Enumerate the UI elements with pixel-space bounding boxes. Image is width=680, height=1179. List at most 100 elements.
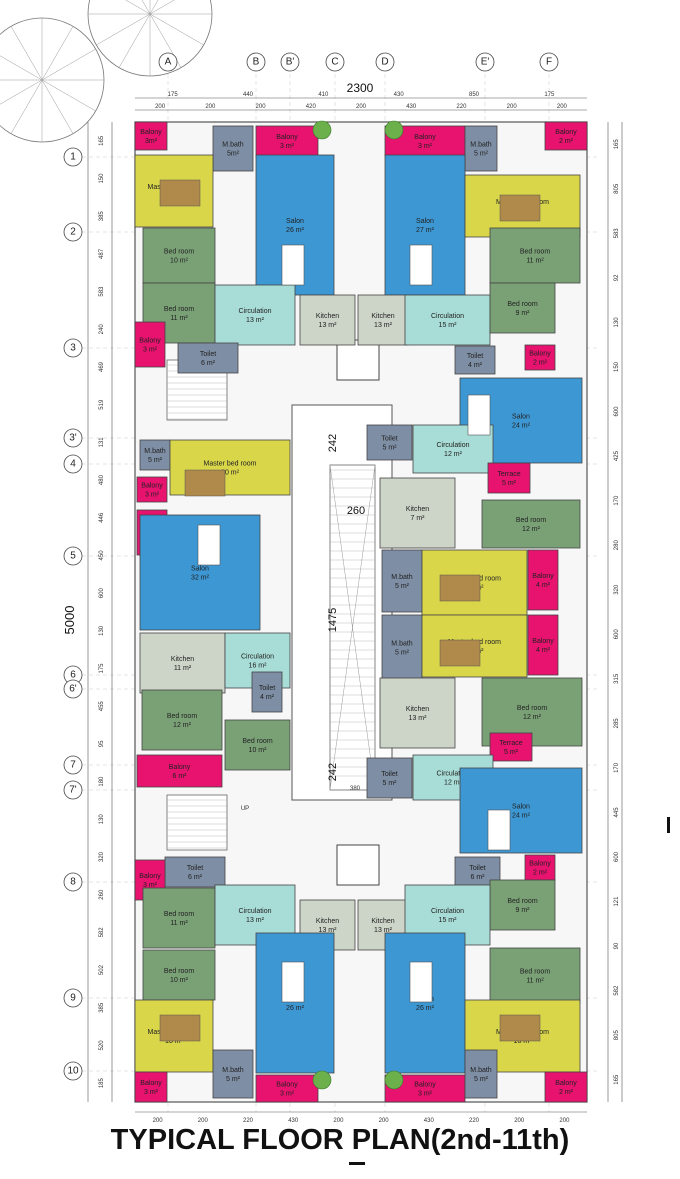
room-bedroom-label: Bed room bbox=[507, 898, 538, 905]
bottom-dimension-text: 200 bbox=[559, 1118, 570, 1124]
left-dimension-text: 520 bbox=[99, 1040, 105, 1051]
room-bedroom-area: 11 m² bbox=[526, 978, 544, 985]
room-circulation-label: Circulation bbox=[238, 308, 271, 315]
room-bedroom-area: 11 m² bbox=[526, 258, 544, 265]
lift-shaft bbox=[336, 844, 380, 886]
room-bath-label: M.bath bbox=[470, 1067, 492, 1074]
room-bedroom-area: 9 m² bbox=[516, 310, 531, 317]
right-dimension-text: 582 bbox=[614, 985, 620, 996]
column-axis-label: F bbox=[546, 57, 552, 68]
right-dimension-text: 92 bbox=[614, 274, 620, 281]
overall-width-dimension: 2300 bbox=[347, 81, 374, 95]
column-axis-label: D bbox=[381, 57, 388, 68]
room-balcony bbox=[544, 121, 588, 151]
room-balcony bbox=[255, 1074, 319, 1103]
room-kitchen bbox=[299, 294, 356, 346]
right-dimension-text: 600 bbox=[614, 851, 620, 862]
tree-canopy-line bbox=[149, 13, 204, 46]
room-bath-area: 6 m² bbox=[188, 874, 203, 881]
left-dimension-text: 519 bbox=[99, 399, 105, 410]
column-axis-bubble bbox=[539, 52, 559, 72]
room-balcony-label: Balony bbox=[529, 351, 551, 358]
room-bath-label: M.bath bbox=[470, 142, 492, 149]
tree-canopy-line bbox=[96, 13, 151, 46]
room-bath-label: Toilet bbox=[187, 865, 203, 872]
stair-up-label: UP bbox=[241, 806, 249, 812]
room-bedroom-area: 11 m² bbox=[170, 315, 188, 322]
bottom-dimension-text: 200 bbox=[198, 1118, 209, 1124]
dining-table bbox=[409, 244, 433, 286]
right-dimension-text: 805 bbox=[614, 1030, 620, 1041]
bottom-dimension-text: 200 bbox=[333, 1118, 344, 1124]
room-balcony-label: Balony bbox=[555, 1080, 577, 1087]
column-axis-label: A bbox=[165, 57, 172, 68]
core-landing-dimension: 242 bbox=[327, 763, 339, 781]
top-dimension-text: 200 bbox=[205, 104, 216, 110]
room-balcony-label: Balony bbox=[532, 638, 554, 645]
left-dimension-text: 130 bbox=[99, 625, 105, 636]
room-bedroom bbox=[481, 499, 581, 549]
row-axis-label: 5 bbox=[70, 551, 76, 562]
right-dimension-text: 130 bbox=[614, 317, 620, 328]
room-salon-area: 26 m² bbox=[286, 227, 305, 234]
room-bedroom-label: Bed room bbox=[167, 713, 198, 720]
room-balcony-label: Terrace bbox=[499, 740, 522, 747]
room-bedroom-label: Bed room bbox=[516, 517, 547, 524]
bottom-dimension-text: 200 bbox=[153, 1118, 164, 1124]
left-dimension-text: 487 bbox=[99, 248, 105, 259]
dining-table bbox=[487, 809, 511, 851]
right-dimension-text: 600 bbox=[614, 406, 620, 417]
room-bath-area: 4 m² bbox=[468, 362, 483, 369]
tree-canopy-line bbox=[41, 48, 96, 81]
room-balcony-label: Balony bbox=[529, 861, 551, 868]
room-bath bbox=[464, 125, 498, 172]
dining-table bbox=[467, 394, 491, 436]
room-balcony-area: 3 m² bbox=[280, 1091, 295, 1098]
top-dimension-text: 220 bbox=[456, 104, 467, 110]
room-bath bbox=[212, 125, 254, 172]
room-balcony-area: 3 m² bbox=[418, 1091, 433, 1098]
room-balcony bbox=[524, 344, 556, 371]
left-dimension-text: 385 bbox=[99, 211, 105, 222]
room-balcony bbox=[134, 321, 166, 368]
room-salon-label: Salon bbox=[512, 414, 530, 421]
right-dimension-text: 121 bbox=[614, 896, 620, 907]
room-circulation-label: Circulation bbox=[431, 313, 464, 320]
row-axis-bubble bbox=[63, 428, 83, 448]
bottom-dimension-text: 220 bbox=[469, 1118, 480, 1124]
row-axis-bubble bbox=[63, 988, 83, 1008]
room-balcony-area: 4 m² bbox=[536, 647, 551, 654]
room-salon-area: 26 m² bbox=[416, 1005, 435, 1012]
room-balcony bbox=[544, 1071, 588, 1103]
room-circulation-label: Circulation bbox=[241, 654, 274, 661]
column-axis-label: B' bbox=[286, 57, 295, 68]
room-balcony-area: 3 m² bbox=[143, 882, 158, 889]
room-salon bbox=[459, 767, 583, 854]
room-balcony-area: 3 m² bbox=[143, 347, 158, 354]
room-salon-label: Salon bbox=[191, 566, 209, 573]
room-salon-area: 24 m² bbox=[512, 813, 531, 820]
room-kitchen-label: Kitchen bbox=[316, 918, 339, 925]
left-dimension-text: 450 bbox=[99, 550, 105, 561]
room-balcony bbox=[524, 854, 556, 881]
room-bath-label: Toilet bbox=[381, 436, 397, 443]
room-balcony bbox=[136, 754, 223, 788]
bed bbox=[159, 179, 201, 207]
core-void-dimension: 260 bbox=[347, 505, 365, 517]
row-axis-label: 1 bbox=[70, 152, 76, 163]
room-bath-area: 6 m² bbox=[471, 874, 486, 881]
room-salon bbox=[255, 932, 335, 1074]
column-axis-bubble bbox=[280, 52, 300, 72]
room-bath bbox=[251, 671, 283, 713]
room-balcony-label: Balony bbox=[276, 1082, 298, 1089]
row-axis-bubble bbox=[63, 454, 83, 474]
left-dimension-text: 260 bbox=[99, 889, 105, 900]
left-dimension-text: 150 bbox=[99, 173, 105, 184]
room-bath bbox=[381, 614, 423, 681]
room-kitchen-area: 13 m² bbox=[374, 927, 393, 934]
row-axis-label: 2 bbox=[70, 227, 76, 238]
section-cut-mark bbox=[667, 817, 670, 833]
room-bedroom bbox=[489, 227, 581, 284]
left-dimension-text: 320 bbox=[99, 851, 105, 862]
top-dimension-text: 200 bbox=[507, 104, 518, 110]
